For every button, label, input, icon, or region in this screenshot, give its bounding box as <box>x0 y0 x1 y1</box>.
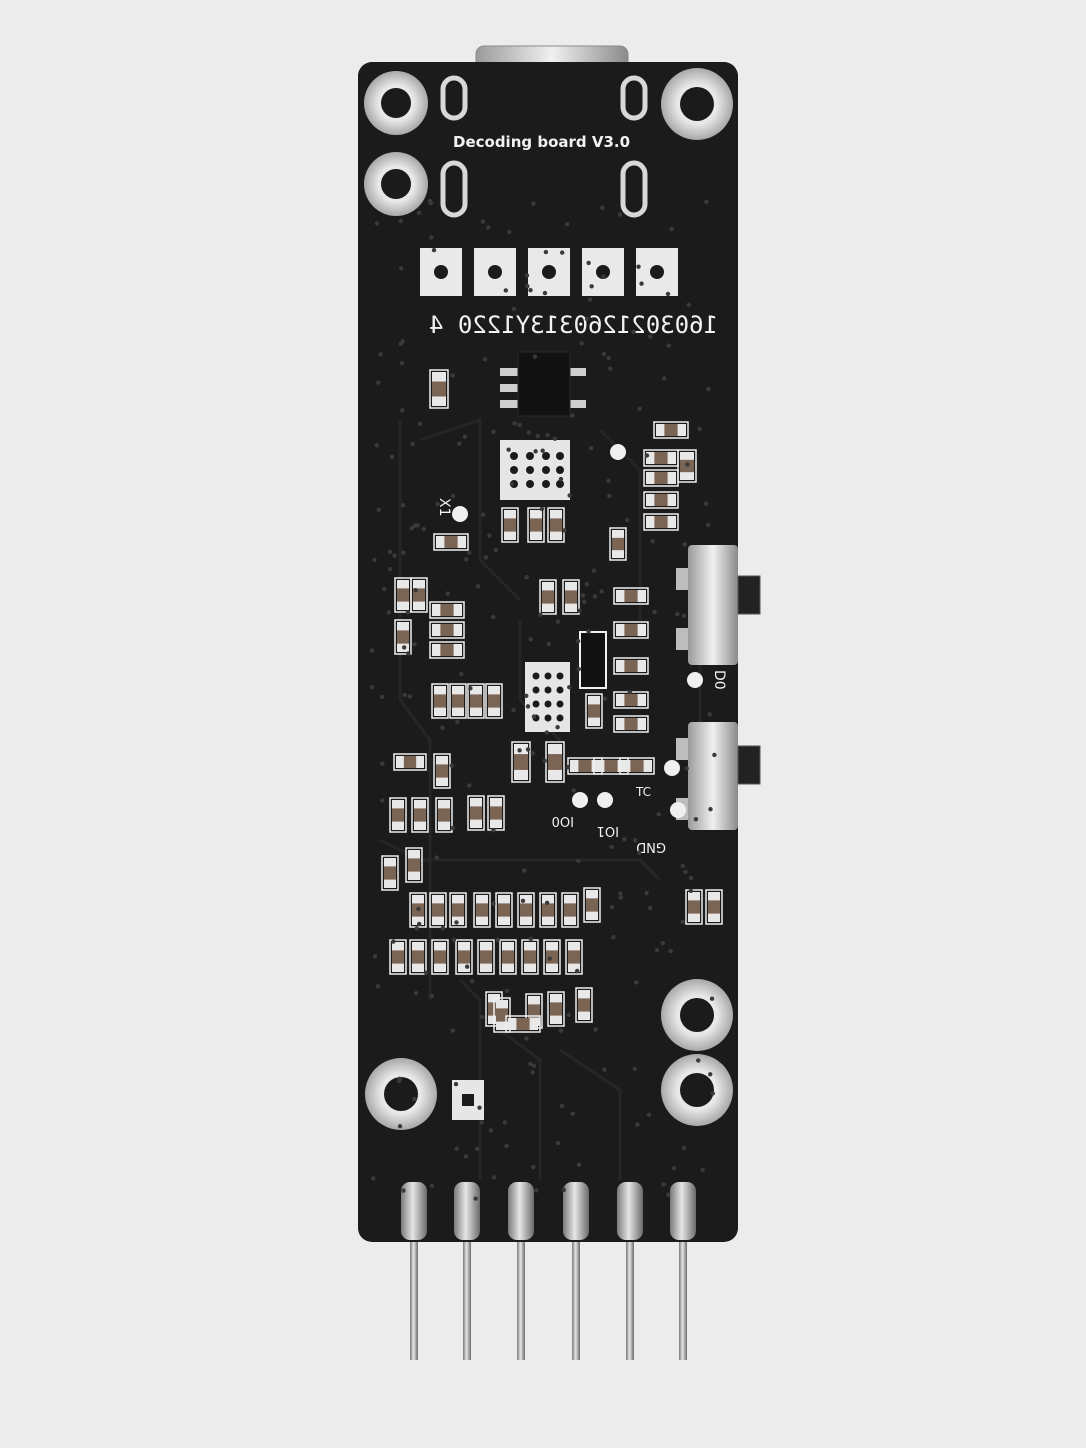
pcb-board <box>358 62 738 1242</box>
header-pins <box>410 1215 687 1360</box>
slide-switch-top <box>676 545 761 665</box>
mounting-holes <box>364 68 733 1130</box>
label-gnd: GND <box>636 839 666 854</box>
label-tc: TC <box>635 785 651 799</box>
label-d0: D0 <box>711 670 727 690</box>
label-x1: X1 <box>436 498 452 517</box>
usb-slots <box>440 75 648 218</box>
serial-number: 1603021260313Y1220 4 <box>429 311 718 339</box>
vias <box>369 198 717 1201</box>
board-title: Decoding board V3.0 <box>453 133 630 151</box>
smd-components <box>381 369 723 1033</box>
header-collars <box>401 1182 696 1240</box>
test-pads <box>452 444 703 818</box>
slide-switch-bottom <box>676 722 761 830</box>
reset-pad <box>452 1080 484 1120</box>
sot-chip <box>500 351 586 417</box>
label-io1: IO1 <box>597 823 619 838</box>
square-pads <box>420 248 678 296</box>
label-io0: IO0 <box>552 813 574 828</box>
qfn-chip-middle <box>525 662 570 732</box>
